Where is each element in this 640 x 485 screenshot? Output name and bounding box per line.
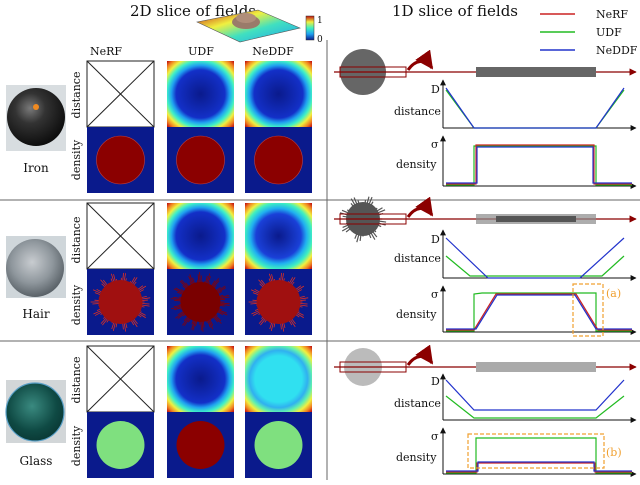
annotation-box-b	[467, 433, 605, 469]
udf-density-map	[167, 127, 234, 193]
plot-label-distance-hair: distance	[394, 252, 441, 265]
iron-sphere-photo	[7, 88, 65, 146]
row-label-distance-hair: distance	[70, 217, 83, 264]
col-header-neddf: NeDDF	[252, 45, 294, 58]
ray-schematic-hair	[334, 196, 637, 243]
plot-density-glass: σ density (b)	[396, 427, 637, 477]
axis-D-glass: D	[431, 375, 440, 388]
material-label-iron: Iron	[23, 161, 49, 175]
colorbar-max-label: 1	[317, 16, 323, 26]
nerf-distance-undefined	[86, 60, 155, 128]
row-label-distance: distance	[70, 72, 83, 119]
neddf-density-map-hair	[245, 269, 312, 335]
plot-label-density-iron: density	[396, 158, 437, 171]
udf-density-map-hair	[167, 269, 234, 335]
plot-distance-hair: D distance	[394, 229, 637, 281]
material-label-glass: Glass	[20, 454, 53, 468]
neddf-density-map	[245, 127, 312, 193]
nerf-density-map-hair	[87, 269, 154, 335]
nerf-density-map-glass	[87, 412, 154, 478]
row-hair: Hair distance density	[6, 196, 637, 337]
legend-neddf: NeDDF	[596, 44, 638, 57]
row-label-density-hair: density	[70, 284, 83, 325]
plot-label-distance-iron: distance	[394, 105, 441, 118]
col-header-nerf: NeRF	[90, 45, 122, 58]
axis-sigma-glass: σ	[431, 430, 439, 443]
udf-distance-map	[167, 61, 234, 127]
colorbar-min-label: 0	[317, 35, 323, 45]
col-header-udf: UDF	[188, 45, 214, 58]
udf-distance-map-glass	[167, 346, 234, 412]
row-glass: Glass distance density	[5, 344, 637, 478]
row-iron: Iron distance density	[6, 49, 637, 193]
neddf-density-map-glass	[245, 412, 312, 478]
plot-label-density-glass: density	[396, 451, 437, 464]
row-label-density-glass: density	[70, 425, 83, 466]
nerf-distance-undefined-hair	[86, 202, 155, 270]
ray-schematic-iron	[334, 49, 637, 95]
neddf-distance-map-hair	[245, 203, 312, 269]
legend: NeRF UDF NeDDF	[540, 8, 638, 57]
plot-label-distance-glass: distance	[394, 397, 441, 410]
row-label-distance-glass: distance	[70, 357, 83, 404]
colorbar: 1 0	[305, 15, 323, 45]
material-label-hair: Hair	[22, 307, 49, 321]
glass-sphere-photo	[5, 382, 65, 442]
neddf-distance-map	[245, 61, 312, 127]
plot-density-hair: σ density (a)	[396, 283, 637, 337]
axis-D-iron: D	[431, 83, 440, 96]
axis-D-hair: D	[431, 233, 440, 246]
slice-plane-illustration	[196, 9, 301, 43]
title-2d: 2D slice of fields	[130, 2, 256, 20]
axis-sigma-hair: σ	[431, 288, 439, 301]
legend-nerf: NeRF	[596, 8, 628, 21]
plot-density-iron: σ density	[396, 135, 637, 189]
plot-distance-glass: D distance	[394, 373, 637, 423]
udf-density-map-glass	[167, 412, 234, 478]
ray-schematic-glass	[334, 344, 637, 386]
nerf-distance-undefined-glass	[86, 345, 155, 413]
legend-udf: UDF	[596, 26, 622, 39]
plot-distance-iron: D distance	[394, 79, 637, 131]
annotation-a: (a)	[606, 287, 621, 300]
row-label-density: density	[70, 139, 83, 180]
annotation-box-a	[572, 283, 604, 337]
axis-sigma-iron: σ	[431, 138, 439, 151]
nerf-density-map	[87, 127, 154, 193]
plot-label-density-hair: density	[396, 308, 437, 321]
annotation-b: (b)	[606, 446, 622, 459]
neddf-distance-map-glass	[245, 346, 312, 412]
hair-sphere-photo	[6, 239, 64, 297]
title-1d: 1D slice of fields	[392, 2, 518, 20]
udf-distance-map-hair	[167, 203, 234, 269]
